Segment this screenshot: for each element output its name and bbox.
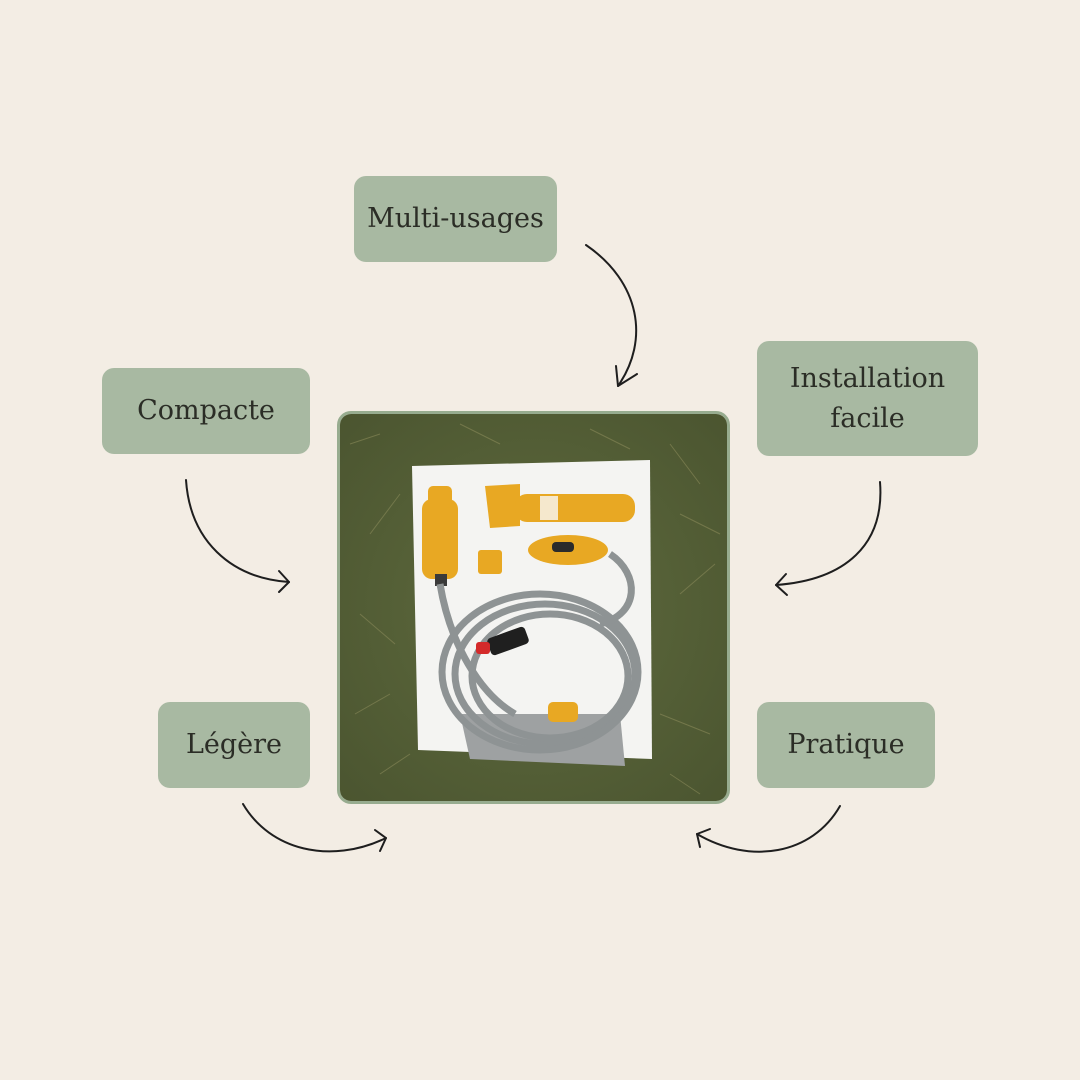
feature-tag-installation-facile: Installation facile	[757, 341, 978, 456]
arrow-compact-to-photo	[185, 479, 290, 593]
feature-tag-pratique: Pratique	[757, 702, 935, 788]
arrow-multi-to-photo	[585, 244, 638, 387]
feature-tag-multi-usages: Multi-usages	[354, 176, 557, 262]
arrow-install-to-photo	[775, 481, 882, 596]
feature-tag-legere: Légère	[158, 702, 310, 788]
arrow-pratique-to-photo	[696, 805, 841, 853]
product-photo-illustration	[340, 414, 727, 801]
arrow-legere-to-photo	[242, 803, 387, 853]
product-photo	[337, 411, 730, 804]
feature-tag-compacte: Compacte	[102, 368, 310, 454]
